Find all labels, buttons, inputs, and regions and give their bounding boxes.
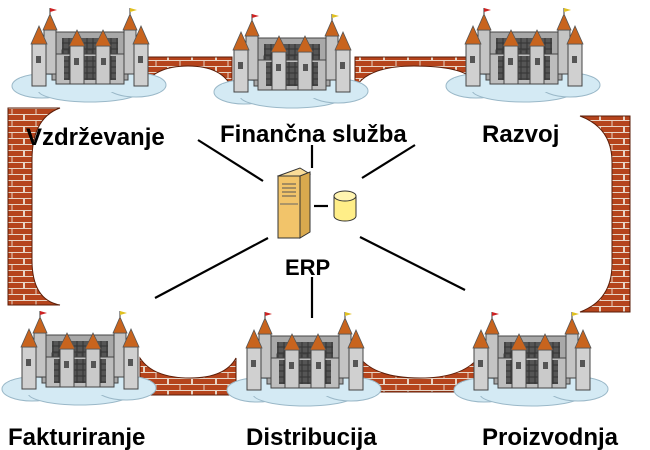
label-distribucija: Distribucija [246,424,377,450]
connector-lines [154,139,466,318]
database-icon [333,190,357,222]
castle-icon [1,310,157,406]
label-proizvodnja: Proizvodnja [482,424,619,450]
server-icon [276,167,312,239]
label-vzdrzevanje: Vzdrževanje [26,124,165,151]
castle-icon [226,311,382,407]
brick-wall [7,56,631,396]
castle-icon [11,7,167,103]
label-erp: ERP [285,255,330,280]
castle-icon [445,7,601,103]
castle-icon [453,311,609,407]
label-razvoj: Razvoj [482,121,559,148]
label-fakturiranje: Fakturiranje [8,424,145,450]
label-financna-sluzba: Finančna služba [220,121,407,148]
castle-icon [213,13,369,109]
